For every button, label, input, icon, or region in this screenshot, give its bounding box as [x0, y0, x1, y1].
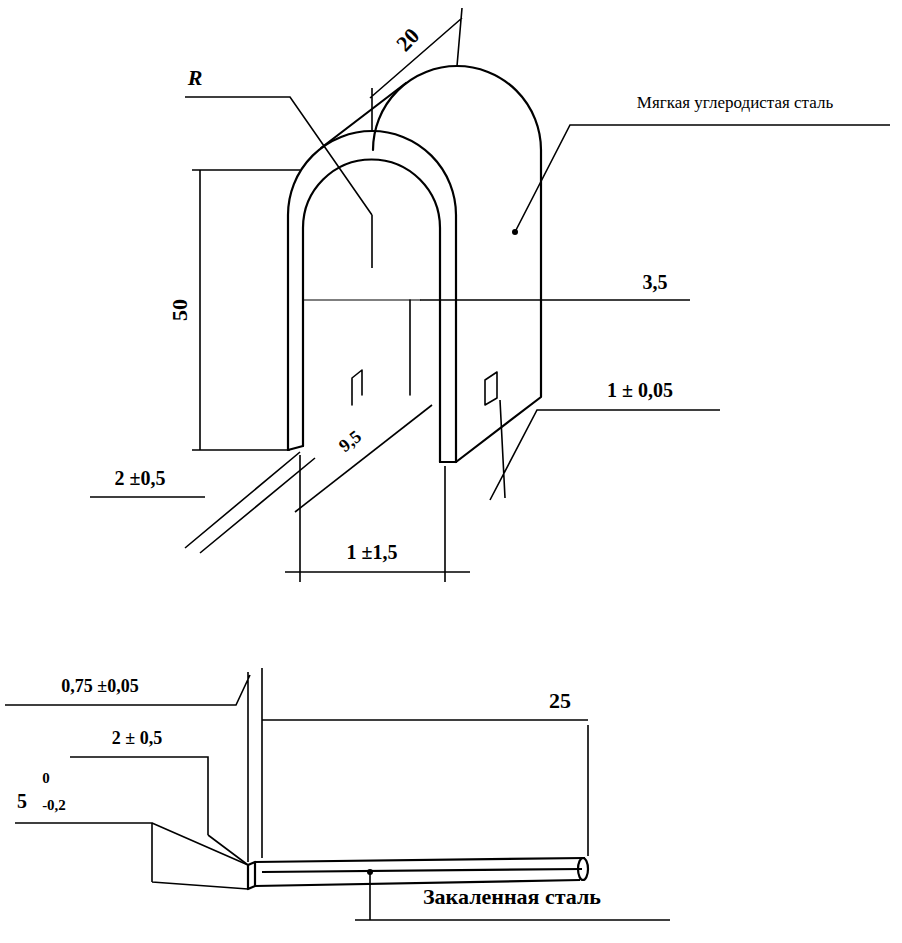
- dim-0-75: [5, 672, 250, 862]
- inner-edge: [303, 299, 420, 300]
- dim-5: [15, 823, 248, 889]
- material-label: Закаленная сталь: [423, 886, 601, 908]
- hardened-bar: [248, 858, 588, 889]
- dimension-value: 5: [17, 791, 27, 811]
- dimension-lines-bottom: [5, 668, 670, 920]
- radius-symbol: R: [188, 67, 203, 89]
- dim-20: [370, 8, 462, 131]
- dim-3-5: [420, 299, 690, 301]
- material-leader: [515, 125, 890, 232]
- right-notch: [485, 372, 497, 405]
- u-specimen: [288, 66, 541, 462]
- dim-2-bottom: [70, 757, 248, 865]
- tolerance-upper: 0: [42, 771, 50, 786]
- left-leg-end: [288, 446, 303, 450]
- dimension-value: 20: [392, 24, 423, 55]
- dimension-lines-top: [90, 8, 890, 582]
- dimension-value: 0,75 ±0,05: [61, 677, 138, 695]
- radius-leader: [185, 97, 372, 268]
- material-label: Мягкая углеродистая сталь: [637, 94, 833, 111]
- left-notch: [352, 370, 362, 405]
- dimension-value: 1 ±1,5: [347, 542, 398, 562]
- leader-dot: [512, 229, 518, 235]
- dim-25: [262, 668, 588, 858]
- dimension-value: 2 ±0,5: [115, 468, 166, 488]
- dim-2-top: [90, 452, 315, 553]
- leader-dot: [367, 869, 373, 875]
- material-leader-bottom: [355, 872, 670, 920]
- dimension-value: 1 ± 0,05: [607, 380, 673, 400]
- dimension-value: 25: [549, 690, 571, 712]
- front-outer-outline: [288, 131, 456, 462]
- dimension-value: 2 ± 0,5: [112, 729, 162, 747]
- bar-end: [578, 858, 588, 880]
- front-inner-outline: [303, 160, 440, 463]
- dim-9-5: [295, 405, 432, 512]
- tolerance-lower: -0,2: [42, 798, 66, 813]
- dimension-value: 9,5: [336, 427, 365, 455]
- dimension-value: 3,5: [643, 272, 668, 292]
- top-silhouette: [321, 83, 406, 148]
- bar-body: [255, 858, 585, 886]
- dim-1-top: [285, 455, 470, 582]
- back-outline: [373, 66, 541, 462]
- bar-left-end: [248, 862, 255, 889]
- dim-50: [192, 170, 300, 450]
- right-leg-end: [440, 461, 456, 463]
- dim-1-005: [490, 400, 720, 500]
- dimension-value: 50: [169, 299, 191, 321]
- inner-back-edge: [409, 300, 411, 395]
